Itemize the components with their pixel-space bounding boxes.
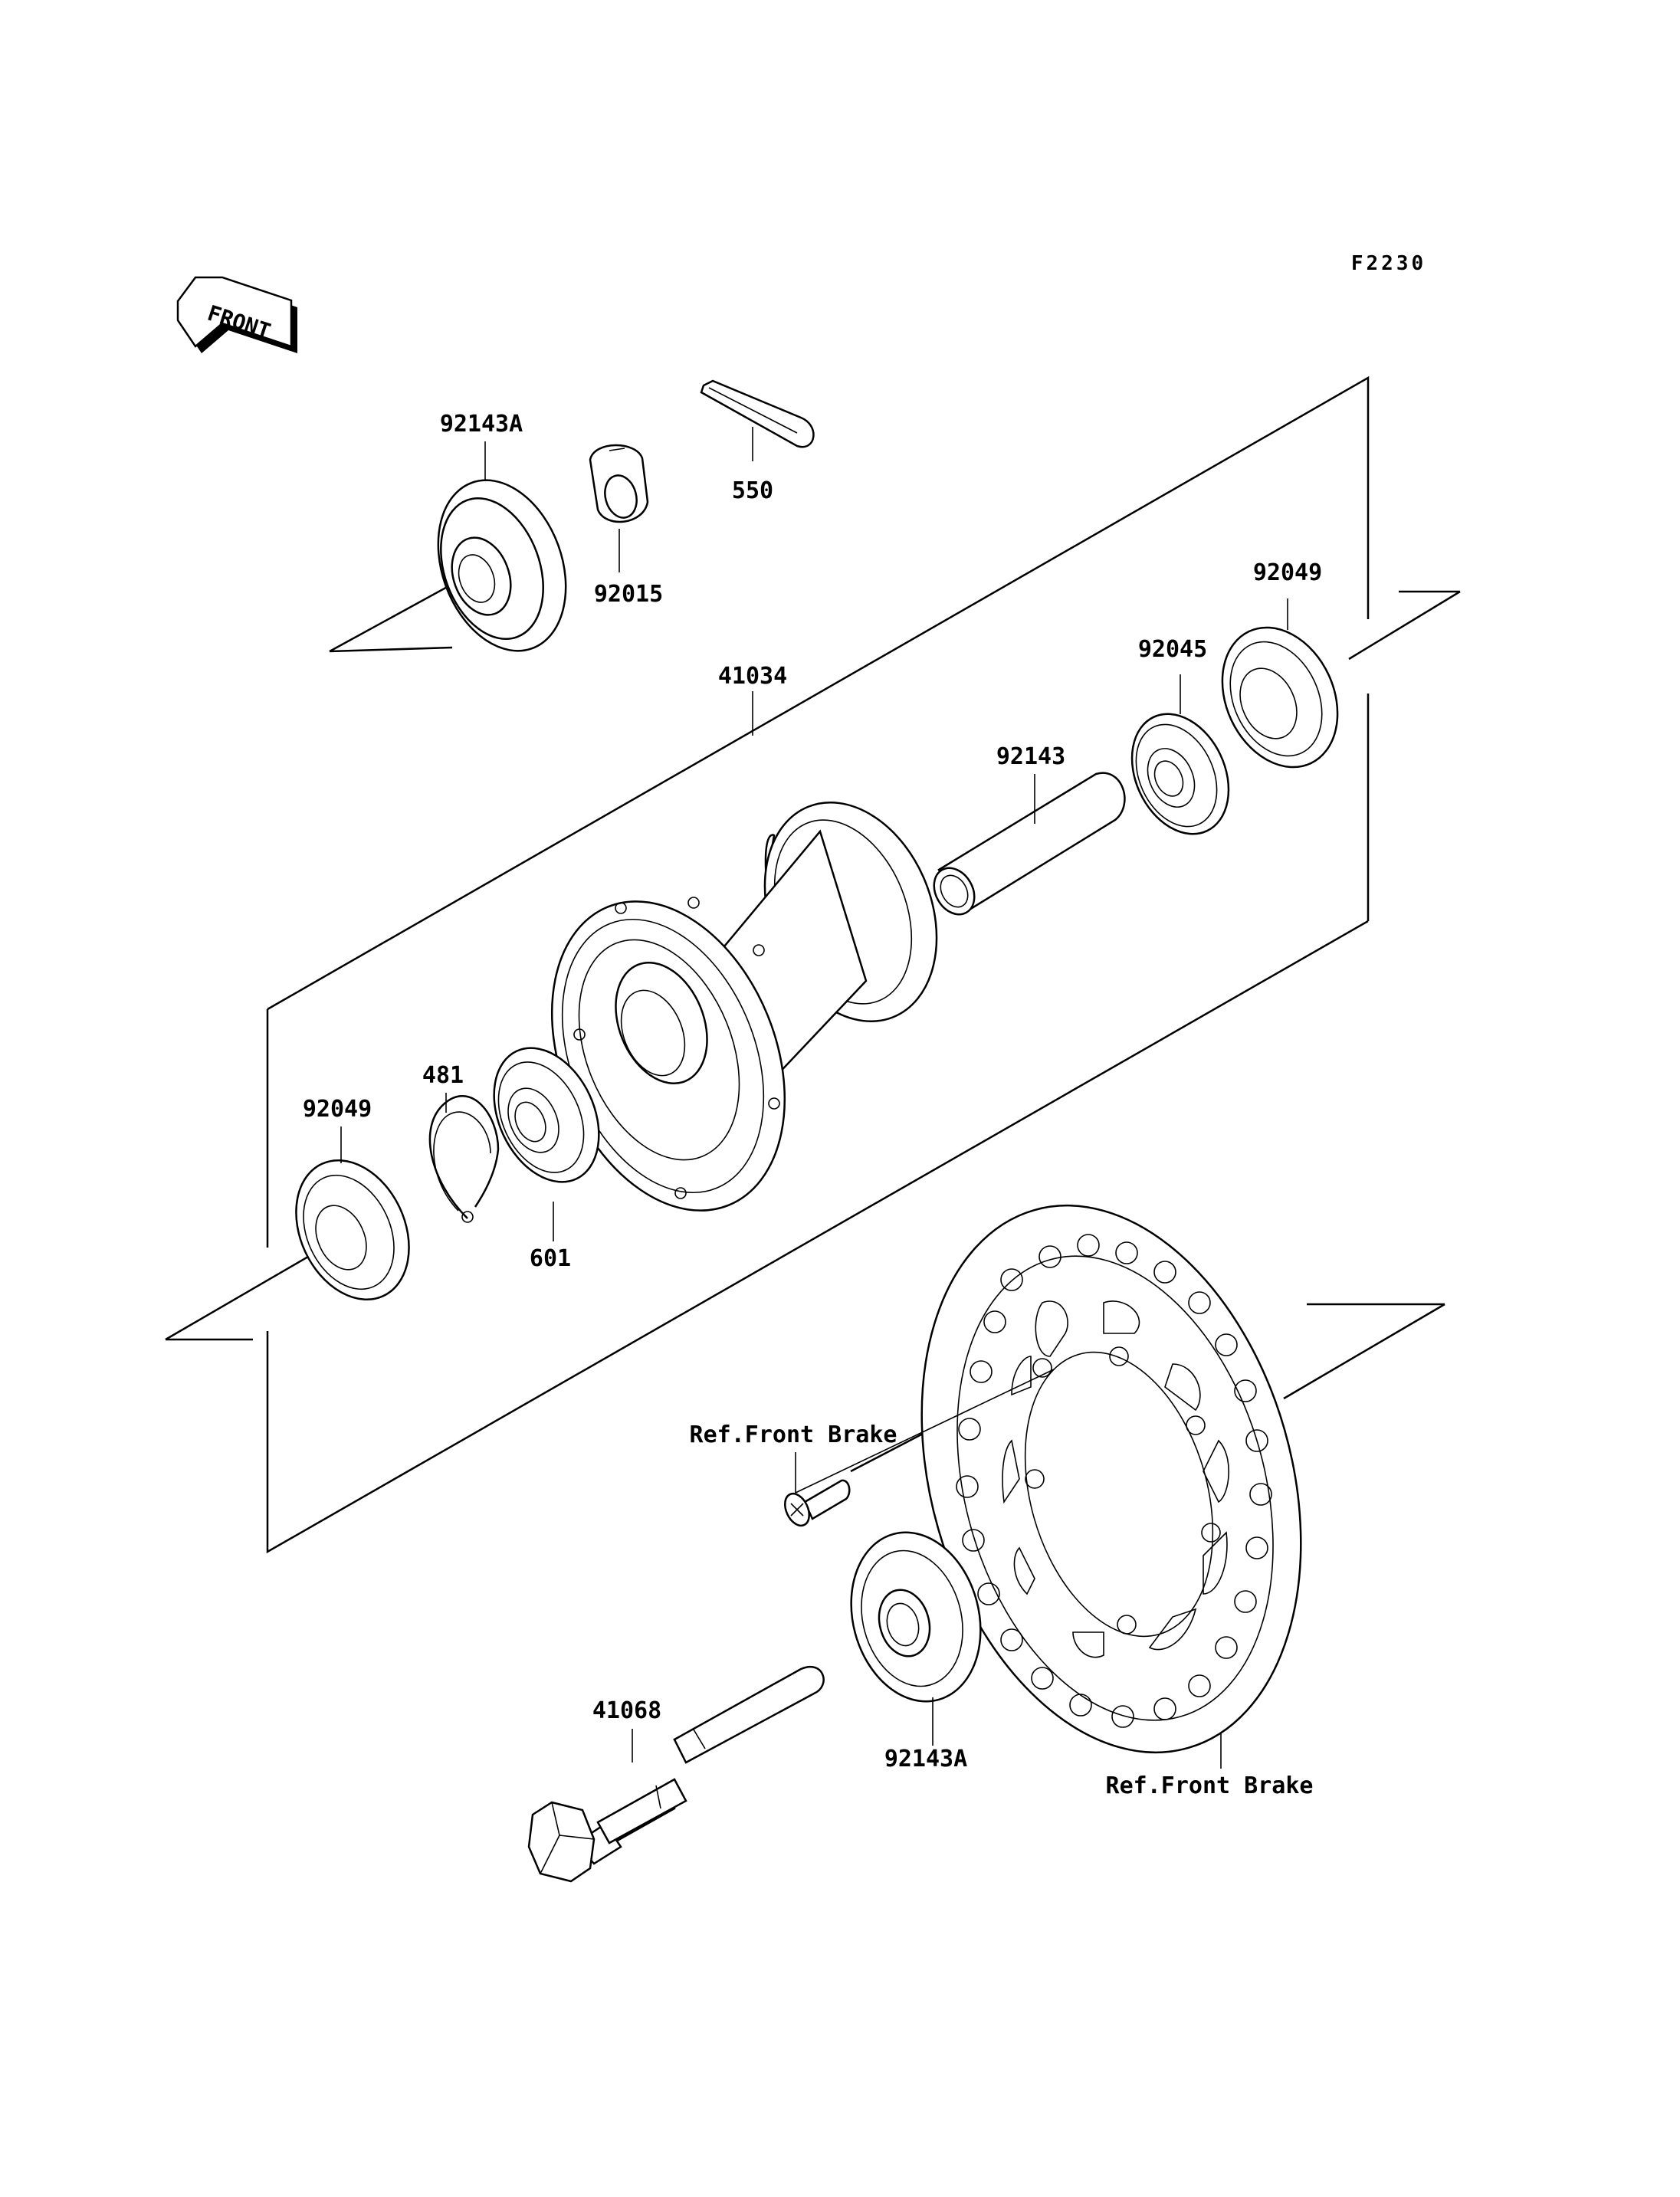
brake-disc-holes bbox=[956, 1234, 1272, 1728]
figure-code: F2230 bbox=[1351, 252, 1426, 275]
label-550: 550 bbox=[732, 477, 773, 504]
brake-disc-slots bbox=[1002, 1300, 1229, 1658]
label-ref-front-brake-disc: Ref.Front Brake bbox=[1106, 1772, 1314, 1799]
wheel-cap-left bbox=[437, 479, 567, 652]
label-41034: 41034 bbox=[718, 663, 787, 690]
oil-seal-right bbox=[1221, 626, 1339, 769]
front-arrow-icon: FRONT bbox=[176, 276, 297, 353]
part-labels: 92143A 92015 550 41034 92049 92045 92143… bbox=[303, 411, 1322, 1799]
brake-disc bbox=[920, 1204, 1302, 1754]
hub-assembly-frame bbox=[266, 375, 1370, 1554]
bearing-right bbox=[1130, 713, 1230, 835]
front-axle bbox=[527, 1666, 825, 1883]
label-92045: 92045 bbox=[1138, 636, 1207, 663]
label-92049-left: 92049 bbox=[303, 1096, 372, 1123]
label-601: 601 bbox=[530, 1245, 571, 1272]
brake-disc-bolt bbox=[784, 1479, 851, 1527]
label-ref-front-brake-bolt: Ref.Front Brake bbox=[690, 1421, 897, 1448]
circlip bbox=[428, 1095, 500, 1223]
oil-seal-left bbox=[295, 1159, 410, 1301]
label-92143a-bottom: 92143A bbox=[884, 1746, 967, 1772]
label-92143: 92143 bbox=[996, 743, 1065, 770]
wheel-hub bbox=[550, 802, 938, 1212]
label-92049-right: 92049 bbox=[1253, 559, 1322, 586]
collar bbox=[589, 444, 649, 523]
leader-lines bbox=[340, 427, 1288, 1769]
label-481: 481 bbox=[422, 1062, 464, 1089]
hub-bolt-holes bbox=[573, 897, 780, 1199]
label-92015: 92015 bbox=[594, 581, 663, 608]
wheel-spacer bbox=[933, 772, 1126, 916]
cotter-pin bbox=[700, 379, 815, 448]
label-92143a-top: 92143A bbox=[440, 411, 523, 438]
wheel-cap-right bbox=[850, 1531, 982, 1703]
label-41068: 41068 bbox=[592, 1697, 661, 1724]
bearing-left bbox=[493, 1047, 600, 1183]
